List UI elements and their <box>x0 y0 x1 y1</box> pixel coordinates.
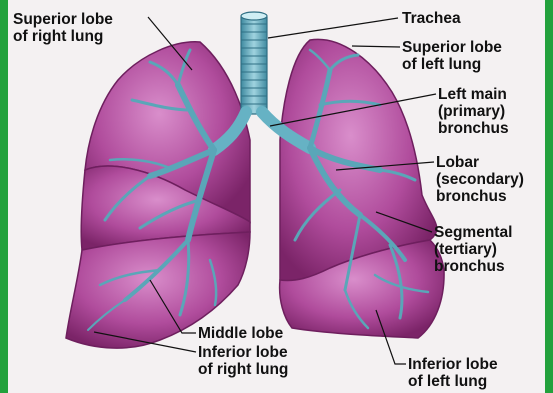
label-superior-lobe-right-lung: Superior lobe of right lung <box>13 11 113 45</box>
label-trachea: Trachea <box>402 10 461 27</box>
trachea-opening <box>241 12 267 20</box>
label-middle-lobe: Middle lobe <box>198 325 283 342</box>
label-lobar-bronchus: Lobar (secondary) bronchus <box>436 154 524 205</box>
label-inferior-lobe-left-lung: Inferior lobe of left lung <box>408 356 498 390</box>
right-lung <box>66 42 250 348</box>
leader-superior-lobe-left <box>352 46 400 47</box>
leader-trachea <box>268 18 398 38</box>
label-inferior-lobe-right-lung: Inferior lobe of right lung <box>198 344 288 378</box>
label-superior-lobe-left-lung: Superior lobe of left lung <box>402 39 502 73</box>
label-segmental-bronchus: Segmental (tertiary) bronchus <box>434 224 512 275</box>
left-lung <box>280 39 444 338</box>
label-left-main-bronchus: Left main (primary) bronchus <box>438 86 509 137</box>
